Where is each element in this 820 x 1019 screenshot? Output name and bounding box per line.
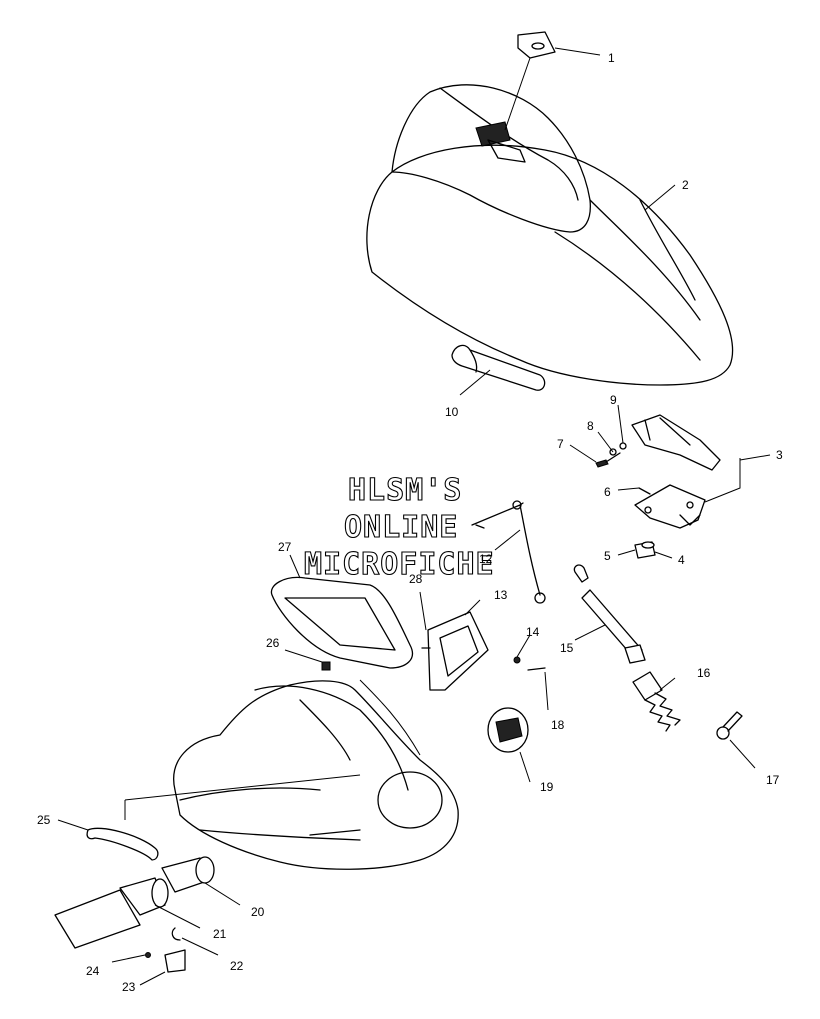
callout-27: 27 <box>278 540 292 554</box>
callout-26: 26 <box>266 636 280 650</box>
spring-part <box>632 671 681 732</box>
assembly-lines <box>124 458 741 820</box>
callout-23: 23 <box>122 980 136 994</box>
callout-3: 3 <box>776 448 783 462</box>
callout-25: 25 <box>37 813 51 827</box>
callout-6: 6 <box>604 485 611 499</box>
latch-bracket-part <box>631 414 721 529</box>
callout-1: 1 <box>608 51 615 65</box>
screw-group <box>321 656 546 671</box>
callout-labels: 1 2 3 4 5 6 7 8 9 10 12 13 14 15 16 17 1… <box>37 51 783 994</box>
tube-parts <box>54 856 215 949</box>
callout-22: 22 <box>230 959 244 973</box>
callout-17: 17 <box>766 773 780 787</box>
callout-2: 2 <box>682 178 689 192</box>
callout-20: 20 <box>251 905 265 919</box>
watermark-line-3: MICROFICHE <box>304 547 495 582</box>
watermark-line-2: ONLINE <box>344 510 458 545</box>
callout-21: 21 <box>213 927 227 941</box>
small-clip-parts <box>145 927 186 973</box>
clamp-part <box>716 711 743 740</box>
strap-part <box>451 344 546 391</box>
handle-part <box>86 827 159 861</box>
callout-13: 13 <box>494 588 508 602</box>
hood-cover-part <box>366 84 734 386</box>
hardware-group <box>595 442 656 559</box>
watermark-line-1: HLSM'S <box>348 473 462 508</box>
callout-28: 28 <box>409 572 423 586</box>
callout-12: 12 <box>479 552 493 566</box>
callout-15: 15 <box>560 641 574 655</box>
vent-cap-part <box>487 707 529 753</box>
gas-spring-part <box>573 564 646 664</box>
callout-16: 16 <box>697 666 711 680</box>
callout-18: 18 <box>551 718 565 732</box>
callout-9: 9 <box>610 393 617 407</box>
callout-7: 7 <box>557 437 564 451</box>
watermark: HLSM'S ONLINE MICROFICHE <box>303 472 495 582</box>
cover-plate-part <box>421 611 489 691</box>
callout-4: 4 <box>678 553 685 567</box>
callout-10: 10 <box>445 405 459 419</box>
cable-part <box>471 500 546 604</box>
callout-19: 19 <box>540 780 554 794</box>
callout-8: 8 <box>587 419 594 433</box>
callout-14: 14 <box>526 625 540 639</box>
callout-24: 24 <box>86 964 100 978</box>
grille-frame-part <box>270 576 414 669</box>
decal-part <box>504 31 556 131</box>
leader-lines <box>57 47 771 986</box>
callout-5: 5 <box>604 549 611 563</box>
console-body-part <box>173 680 459 870</box>
